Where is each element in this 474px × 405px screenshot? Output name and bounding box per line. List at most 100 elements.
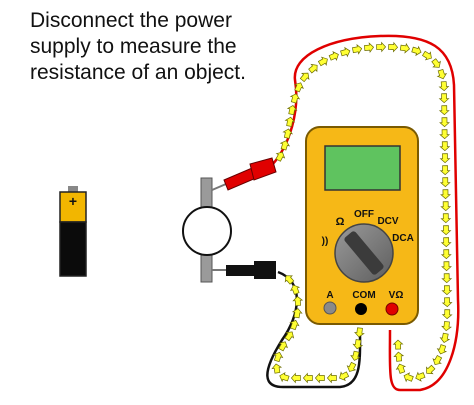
current-flow-arrow-icon [440, 249, 452, 260]
red-test-lead [271, 34, 460, 392]
current-flow-arrow-icon [440, 213, 452, 224]
red-probe-guard [249, 157, 277, 181]
current-flow-arrow-icon [439, 117, 450, 128]
current-flow-arrow-icon [328, 51, 339, 62]
dial-label-ohm: Ω [336, 216, 345, 228]
battery-top [59, 191, 87, 223]
current-flow-arrow-icon [403, 372, 414, 383]
continuity-icon: )) [322, 236, 329, 247]
caption-line-3: resistance of an object. [30, 61, 246, 84]
current-flow-arrow-icon [441, 261, 452, 272]
battery-terminal [68, 186, 78, 192]
battery-icon: + [59, 186, 87, 277]
current-flow-arrow-icon [441, 273, 453, 284]
current-flow-arrow-icon [284, 275, 295, 285]
current-flow-arrow-icon [273, 351, 284, 363]
red-probe [211, 157, 277, 191]
current-flow-arrow-icon [440, 201, 452, 212]
current-flow-arrow-icon [271, 363, 283, 374]
multimeter-screen [324, 145, 401, 191]
current-flow-arrow-icon [279, 371, 290, 383]
component-body [182, 206, 232, 256]
caption-line-1: Disconnect the power [30, 9, 232, 32]
current-flow-arrow-icon [438, 93, 450, 104]
current-flow-arrow-icon [350, 350, 361, 361]
current-flow-arrow-icon [441, 309, 453, 320]
current-flow-arrow-icon [441, 285, 453, 296]
dial-label-dca: DCA [392, 233, 414, 244]
current-flow-arrow-icon [422, 50, 432, 61]
current-flow-arrow-icon [284, 331, 295, 342]
current-flow-arrow-icon [289, 93, 301, 104]
current-flow-arrow-icon [415, 371, 426, 382]
current-flow-arrow-icon [284, 116, 296, 127]
current-flow-arrow-icon [440, 225, 452, 236]
battery-plus-label: + [69, 193, 77, 209]
port-label-vohm: VΩ [389, 290, 404, 301]
current-flow-arrow-icon [291, 308, 303, 319]
current-flow-arrow-icon [439, 141, 451, 152]
current-flow-arrow-icon [314, 372, 325, 384]
current-flow-arrow-icon [436, 344, 448, 355]
current-flow-arrow-icon [289, 319, 300, 331]
current-flow-arrow-icon [294, 82, 304, 93]
current-flow-arrow-icon [376, 41, 387, 53]
current-flow-arrows [271, 41, 453, 384]
port-label-a: A [326, 290, 333, 301]
current-flow-arrow-icon [286, 104, 298, 116]
port-a-jack[interactable] [323, 301, 337, 315]
current-flow-arrow-icon [392, 339, 404, 350]
current-flow-arrow-icon [278, 341, 288, 352]
current-flow-arrow-icon [354, 327, 365, 338]
multimeter: OFF Ω DCV )) DCA A COM VΩ [305, 126, 419, 325]
port-com-jack[interactable] [355, 303, 367, 315]
black-probe-grip [226, 265, 256, 276]
current-flow-arrow-icon [299, 72, 310, 83]
black-probe [212, 261, 276, 279]
caption-line-2: supply to measure the [30, 35, 237, 58]
current-flow-arrow-icon [363, 42, 375, 54]
port-vohm-jack[interactable] [385, 302, 399, 316]
red-probe-grip [223, 167, 257, 191]
current-flow-arrow-icon [441, 321, 452, 332]
current-flow-arrow-icon [432, 355, 443, 365]
current-flow-arrow-icon [439, 177, 451, 188]
current-flow-arrow-icon [438, 81, 450, 92]
black-probe-guard [254, 261, 276, 279]
current-flow-arrow-icon [290, 284, 301, 295]
current-flow-arrow-icon [439, 165, 451, 176]
current-flow-arrow-icon [395, 363, 407, 374]
current-flow-arrow-icon [302, 372, 313, 384]
current-flow-arrow-icon [308, 63, 318, 74]
current-flow-arrow-icon [426, 364, 436, 375]
current-flow-arrow-icon [436, 69, 448, 80]
port-label-com: COM [352, 290, 375, 301]
current-flow-arrow-icon [275, 151, 286, 162]
current-flow-arrow-icon [441, 297, 453, 308]
instruction-caption: Disconnect the power supply to measure t… [30, 8, 290, 86]
current-flow-arrow-icon [438, 105, 450, 116]
resistor-component [182, 177, 232, 283]
current-flow-arrow-icon [279, 140, 291, 151]
red-probe-tip [211, 183, 227, 191]
current-flow-arrow-icon [439, 153, 451, 164]
current-flow-arrow-icon [317, 56, 328, 67]
current-flow-arrow-icon [411, 45, 422, 57]
current-flow-arrow-icon [326, 372, 337, 384]
current-flow-arrow-icon [439, 129, 451, 140]
current-flow-arrow-icon [439, 332, 451, 343]
current-flow-arrow-icon [339, 371, 350, 382]
battery-body [59, 221, 87, 277]
current-flow-arrow-icon [388, 41, 399, 53]
current-flow-arrow-icon [440, 189, 451, 200]
current-flow-arrow-icon [346, 361, 357, 372]
current-flow-arrow-icon [282, 128, 294, 139]
current-flow-arrow-icon [292, 296, 304, 307]
current-flow-arrow-icon [340, 46, 351, 58]
current-flow-arrow-icon [290, 372, 301, 384]
current-flow-arrow-icon [399, 42, 411, 54]
current-flow-arrow-icon [393, 351, 405, 362]
dial-pointer [344, 231, 384, 275]
dial-label-dcv: DCV [377, 216, 398, 227]
